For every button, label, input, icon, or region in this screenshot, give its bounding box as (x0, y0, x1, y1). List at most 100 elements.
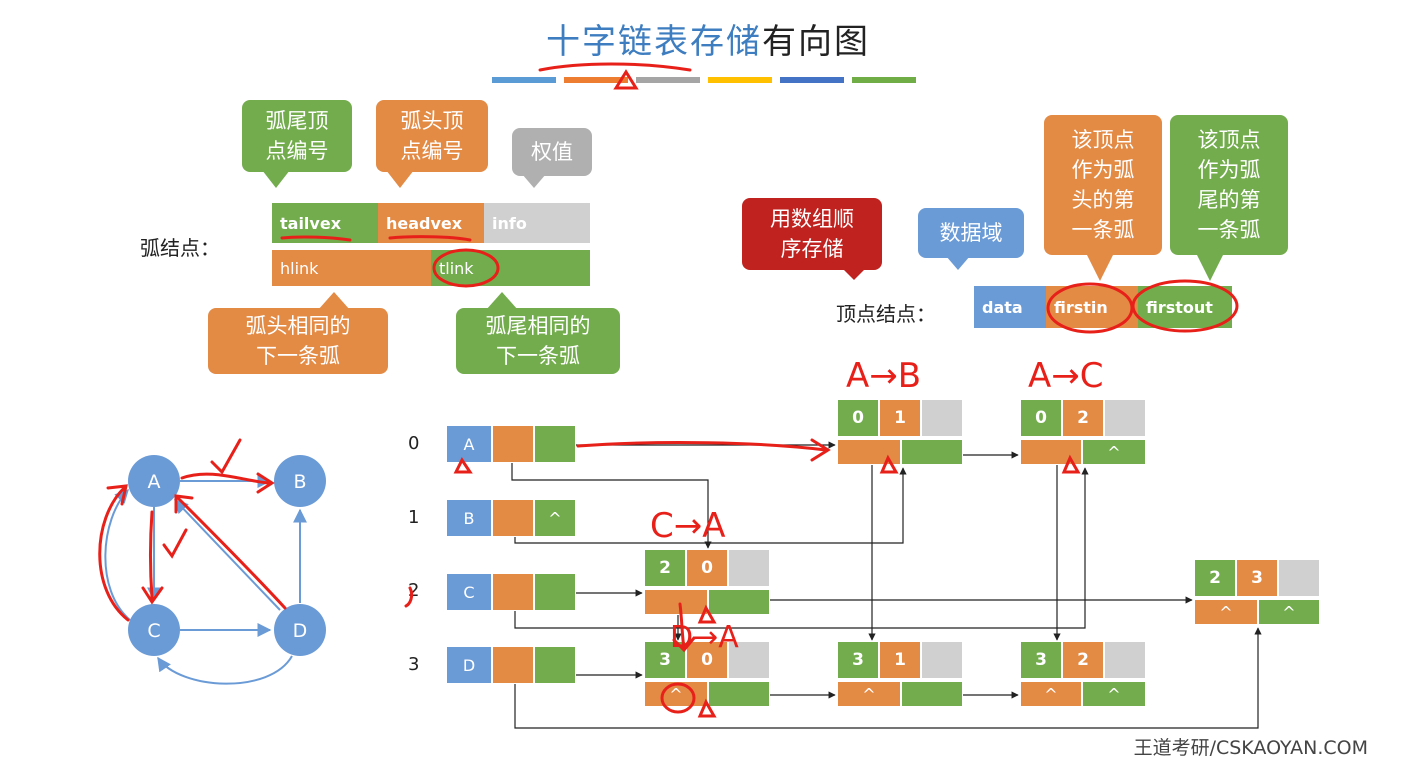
vertex-label: C (147, 620, 160, 642)
color-bar-seg (492, 77, 556, 83)
bubble-headvex: 弧头顶 点编号 (376, 100, 488, 172)
arc-tailvex: 2 (644, 549, 686, 587)
vertex-circle (274, 455, 326, 507)
arc-hlink-null: ^ (1020, 681, 1082, 707)
hand-mark (176, 496, 287, 610)
hand-mark (879, 454, 899, 474)
hand-arrow (576, 441, 828, 452)
vertex-data: B (446, 499, 492, 537)
hand-mark (678, 602, 686, 650)
field-info: info (484, 203, 590, 243)
bubble-data: 数据域 (918, 208, 1024, 258)
watermark-footer: 王道考研/CSKAOYAN.COM (1133, 737, 1368, 759)
arc-headvex: 0 (686, 641, 728, 679)
title-part1: 十字链表存储 (546, 22, 762, 62)
hand-mark (453, 457, 473, 474)
bubble-firstin: 该顶点 作为弧 头的第 一条弧 (1044, 115, 1162, 255)
annotation-ca: C→A (650, 506, 726, 546)
link (511, 460, 712, 549)
edge-d-c (157, 655, 293, 685)
hand-mark (98, 486, 130, 622)
vertex-firstin (492, 573, 534, 611)
arc-headvex: 3 (1236, 559, 1278, 597)
link (514, 467, 1089, 629)
bubble-tail-pointer (842, 268, 866, 280)
color-bar-seg (636, 77, 700, 83)
hand-check (162, 528, 188, 559)
handwriting-graph (98, 438, 287, 622)
hand-mark (697, 604, 717, 624)
bubble-weight: 权值 (512, 128, 592, 176)
link (514, 627, 1262, 729)
arc-info (1104, 399, 1146, 437)
vertex-circle (274, 604, 326, 656)
hand-underline (280, 235, 352, 242)
vertex-node-label: 顶点结点： (836, 302, 936, 326)
graph-vertices: A B C D (128, 455, 326, 656)
arc-tlink-null: ^ (1082, 439, 1146, 465)
annotation-ac: A→C (1028, 356, 1104, 396)
arc-info (921, 399, 963, 437)
color-bar-seg (852, 77, 916, 83)
arc-tlink-null: ^ (1082, 681, 1146, 707)
arc-node-label: 弧结点： (140, 236, 220, 260)
bubble-tailvex: 弧尾顶 点编号 (242, 100, 352, 172)
hand-mark (149, 510, 154, 600)
vertex-index: 2 (408, 580, 420, 601)
arc-tlink (708, 589, 770, 615)
bubble-array-storage: 用数组顺 序存储 (742, 198, 882, 270)
color-bar-seg (564, 77, 628, 83)
bubble-tail-pointer (262, 170, 290, 188)
vertex-firstout-null: ^ (534, 499, 576, 537)
title-part2: 有向图 (762, 22, 870, 62)
hand-underline (538, 62, 692, 72)
page-title: 十字链表存储有向图 (0, 14, 1416, 63)
hand-circle (660, 682, 696, 714)
hand-arrow (810, 438, 831, 462)
vertex-firstout (534, 646, 576, 684)
bubble-firstout: 该顶点 作为弧 尾的第 一条弧 (1170, 115, 1288, 255)
hand-mark (1061, 454, 1081, 474)
vertex-firstin (492, 499, 534, 537)
arc-tlink (708, 681, 770, 707)
arc-info (1104, 641, 1146, 679)
hand-mark (613, 69, 639, 90)
arc-tailvex: 2 (1194, 559, 1236, 597)
arc-info (728, 641, 770, 679)
field-tlink: tlink (431, 250, 590, 286)
arc-tlink-null: ^ (1258, 599, 1320, 625)
vertex-label: A (148, 471, 161, 493)
arc-hlink-null: ^ (644, 681, 708, 707)
arc-info (1278, 559, 1320, 597)
arc-tailvex: 3 (644, 641, 686, 679)
hand-circle (432, 248, 500, 288)
edge-d-a (174, 498, 281, 611)
hand-underline (388, 235, 472, 242)
arc-hlink (644, 589, 708, 615)
hand-mark (106, 484, 128, 506)
vertex-data: A (446, 425, 492, 463)
field-data: data (974, 286, 1046, 328)
arc-tailvex: 0 (837, 399, 879, 437)
hand-mark (672, 636, 696, 653)
field-hlink: hlink (272, 250, 431, 286)
arc-tlink (901, 439, 963, 465)
hand-mark (180, 472, 270, 485)
arc-info (921, 641, 963, 679)
hand-mark (697, 698, 717, 718)
bubble-tail-pointer (318, 292, 350, 310)
arc-tailvex: 3 (1020, 641, 1062, 679)
bubble-tail-pointer (946, 256, 970, 270)
arc-tlink (901, 681, 963, 707)
vertex-circle (128, 604, 180, 656)
arc-info (728, 549, 770, 587)
arc-tailvex: 3 (837, 641, 879, 679)
arc-headvex: 1 (879, 399, 921, 437)
bubble-tail-pointer (522, 174, 546, 188)
hand-mark (256, 472, 275, 494)
vertex-data: C (446, 573, 492, 611)
edge-c-a (104, 488, 131, 621)
bubble-tail-pointer (486, 292, 518, 310)
vertex-firstin (492, 425, 534, 463)
